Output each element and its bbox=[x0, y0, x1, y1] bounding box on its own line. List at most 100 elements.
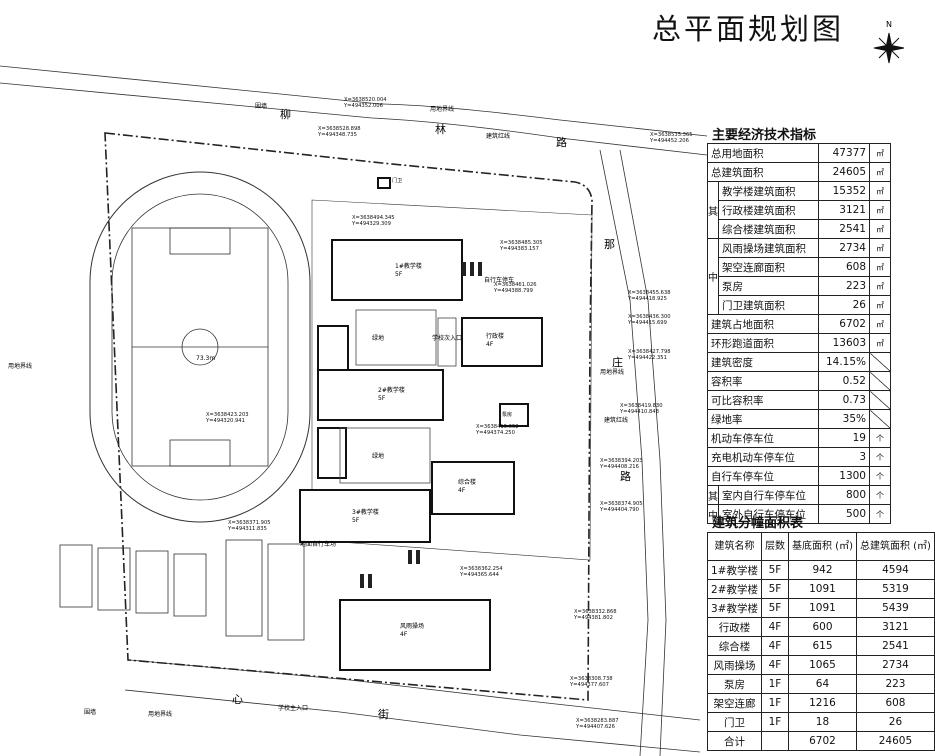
wall-label: 围墙 bbox=[84, 708, 96, 716]
table-cell: 门卫 bbox=[707, 712, 762, 732]
table-cell: 其 bbox=[707, 181, 719, 239]
table-cell: 47377 bbox=[817, 143, 871, 163]
table-cell bbox=[869, 371, 891, 391]
table-cell: 18 bbox=[787, 712, 857, 732]
table-cell: 综合楼建筑面积 bbox=[718, 219, 819, 239]
table-cell: 0.52 bbox=[817, 371, 871, 391]
entrance-label: 学校主入口 bbox=[278, 704, 308, 712]
table-cell: 总建筑面积 (㎡) bbox=[855, 532, 935, 561]
table-cell: 3#教学楼 bbox=[707, 598, 762, 618]
track-dimension: 73.3m bbox=[196, 355, 215, 362]
table-cell: 1#教学楼 bbox=[707, 560, 762, 580]
table-cell: 中 bbox=[707, 504, 719, 524]
table-cell bbox=[869, 409, 891, 429]
table-cell: 15352 bbox=[817, 181, 871, 201]
table-cell bbox=[869, 352, 891, 372]
svg-text:X=3638455.638: X=3638455.638 bbox=[628, 290, 671, 296]
table-cell: 风雨操场 bbox=[707, 655, 762, 675]
table-cell: 0.73 bbox=[817, 390, 871, 410]
table-cell: ㎡ bbox=[869, 333, 891, 353]
svg-text:Y=494404.790: Y=494404.790 bbox=[599, 507, 639, 513]
table-cell: 中 bbox=[707, 238, 719, 315]
boundary-label: 用地界线 bbox=[600, 368, 624, 376]
building-label: 门卫 bbox=[392, 177, 402, 184]
table-cell: 建筑名称 bbox=[707, 532, 762, 561]
svg-text:X=3638485.305: X=3638485.305 bbox=[500, 240, 543, 246]
table-cell: 4F bbox=[760, 617, 789, 637]
running-track bbox=[89, 171, 311, 523]
area-table-title: 建筑分幢面积表 bbox=[712, 516, 804, 531]
street-name-char: 庄 bbox=[612, 355, 623, 369]
table-cell: ㎡ bbox=[869, 314, 891, 334]
table-cell: 充电机动车停车位 bbox=[707, 447, 819, 467]
building-gym bbox=[339, 599, 491, 671]
table-cell: 行政楼建筑面积 bbox=[718, 200, 819, 220]
table-cell: 2734 bbox=[817, 238, 871, 258]
table-cell: 1F bbox=[760, 693, 789, 713]
svg-text:X=3638494.345: X=3638494.345 bbox=[352, 215, 395, 221]
table-cell: 环形跑道面积 bbox=[707, 333, 819, 353]
table-cell: 风雨操场建筑面积 bbox=[718, 238, 819, 258]
table-cell: 层数 bbox=[760, 532, 789, 561]
svg-text:X=3638535.365: X=3638535.365 bbox=[650, 132, 693, 138]
table-cell: 64 bbox=[787, 674, 857, 694]
svg-text:X=3638423.203: X=3638423.203 bbox=[206, 412, 249, 418]
table-cell: 1065 bbox=[787, 655, 857, 675]
table-cell: 个 bbox=[869, 447, 891, 467]
table-cell: ㎡ bbox=[869, 295, 891, 315]
table-cell: 26 bbox=[817, 295, 871, 315]
table-cell: 室外自行车停车位 bbox=[718, 504, 819, 524]
svg-text:Y=494374.250: Y=494374.250 bbox=[475, 430, 515, 436]
street-name-char: 林 bbox=[435, 122, 446, 136]
table-cell: 608 bbox=[817, 257, 871, 277]
table-cell: 自行车停车位 bbox=[707, 466, 819, 486]
svg-text:X=3638394.203: X=3638394.203 bbox=[600, 458, 643, 464]
table-cell: 1F bbox=[760, 712, 789, 732]
table-cell: 建筑密度 bbox=[707, 352, 819, 372]
table-cell: 门卫建筑面积 bbox=[718, 295, 819, 315]
table-cell: 615 bbox=[787, 636, 857, 656]
table-cell: 19 bbox=[817, 428, 871, 448]
svg-text:Y=494348.735: Y=494348.735 bbox=[317, 132, 357, 138]
svg-text:X=3638415.652: X=3638415.652 bbox=[476, 424, 519, 430]
entrance-label: 学校次入口 bbox=[432, 334, 462, 342]
street-edge bbox=[129, 659, 701, 721]
svg-text:Y=494311.835: Y=494311.835 bbox=[227, 526, 267, 532]
table-cell: 1300 bbox=[817, 466, 871, 486]
green-label: 绿地 bbox=[372, 334, 384, 342]
building-floors: 4F bbox=[458, 487, 466, 494]
building-corridor bbox=[317, 325, 349, 371]
table-header-row: 建筑名称层数 基底面积 (㎡)总建筑面积 (㎡) bbox=[707, 532, 935, 561]
svg-text:X=3638283.887: X=3638283.887 bbox=[576, 718, 619, 724]
table-cell: 5319 bbox=[855, 579, 935, 599]
street-edge bbox=[124, 689, 701, 753]
table-cell: 其 bbox=[707, 485, 719, 505]
table-cell: 可比容积率 bbox=[707, 390, 819, 410]
table-cell: 泵房 bbox=[718, 276, 819, 296]
table-cell: 3121 bbox=[855, 617, 935, 637]
table-cell: 26 bbox=[855, 712, 935, 732]
green-label: 绿地 bbox=[372, 452, 384, 460]
